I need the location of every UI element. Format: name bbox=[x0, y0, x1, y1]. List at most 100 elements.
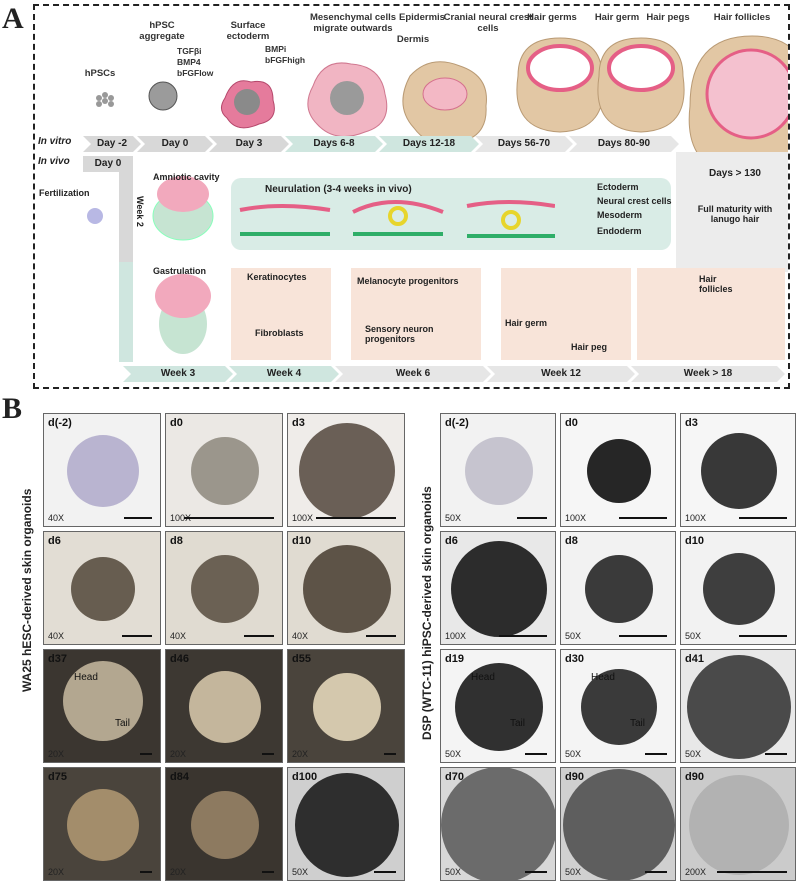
organoid-image-right_tiles-0: d(-2)50X bbox=[440, 413, 556, 527]
day-3: Day 3 bbox=[209, 136, 289, 152]
stage-tgf: TGFβi BMP4 bFGFlow bbox=[177, 46, 214, 78]
neurulation-title: Neurulation (3-4 weeks in vivo) bbox=[265, 184, 412, 195]
scale-bar bbox=[366, 635, 396, 637]
neurulation-diagram bbox=[239, 200, 555, 238]
scale-bar bbox=[384, 753, 396, 755]
panel-a-box: hPSCs hPSC aggregate TGFβi BMP4 bFGFlow … bbox=[33, 4, 790, 389]
tail-label: Tail bbox=[114, 718, 130, 729]
stage-hair-pegs: Hair pegs bbox=[646, 12, 690, 23]
magnification-label: 20X bbox=[48, 867, 65, 877]
left-series-title: WA25 hESC-derived skin organoids bbox=[20, 488, 34, 692]
days-12-18: Days 12-18 bbox=[379, 136, 479, 152]
fibroblasts-label: Fibroblasts bbox=[255, 328, 304, 338]
in-vivo-day0: Day 0 bbox=[83, 156, 133, 172]
head-label: Head bbox=[471, 672, 495, 683]
magnification-label: 40X bbox=[170, 631, 187, 641]
scale-bar bbox=[765, 753, 787, 755]
tail-label: Tail bbox=[509, 718, 525, 729]
magnification-label: 20X bbox=[292, 749, 309, 759]
magnification-label: 50X bbox=[565, 631, 582, 641]
day-label: d6 bbox=[48, 535, 61, 547]
panel-b-label: B bbox=[2, 392, 23, 425]
panel-a-illustrations bbox=[87, 35, 788, 354]
organoid-shape bbox=[687, 655, 791, 759]
scale-bar bbox=[244, 635, 274, 637]
day-label: d19 bbox=[445, 653, 464, 665]
stage-cranial: Cranial neural crest cells bbox=[443, 12, 533, 34]
melanocyte-label: Melanocyte progenitors bbox=[357, 276, 459, 286]
organoid-shape bbox=[303, 545, 391, 633]
layer-mesoderm: Mesoderm bbox=[597, 210, 643, 220]
skin-week4 bbox=[231, 268, 331, 360]
in-vitro-label: In vitro bbox=[38, 136, 72, 147]
head-label: Head bbox=[591, 672, 615, 683]
magnification-label: 20X bbox=[170, 749, 187, 759]
magnification-label: 50X bbox=[445, 749, 462, 759]
sensory-label: Sensory neuron progenitors bbox=[365, 324, 434, 344]
days-130: Days > 130 bbox=[709, 168, 761, 179]
fertilization-icon bbox=[87, 208, 103, 224]
day-label: d90 bbox=[565, 771, 584, 783]
magnification-label: 40X bbox=[292, 631, 309, 641]
layer-ectoderm: Ectoderm bbox=[597, 182, 639, 192]
magnification-label: 40X bbox=[48, 631, 65, 641]
magnification-label: 50X bbox=[292, 867, 309, 877]
days-56-70: Days 56-70 bbox=[475, 136, 573, 152]
organoid-shape bbox=[689, 775, 789, 875]
scale-bar bbox=[262, 871, 274, 873]
skin-week6 bbox=[351, 268, 481, 360]
tail-label: Tail bbox=[629, 718, 645, 729]
layer-neural-crest: Neural crest cells bbox=[597, 196, 672, 206]
organoid-shape bbox=[189, 671, 261, 743]
organoid-image-left_tiles-8: d55 20X bbox=[287, 649, 405, 763]
day-label: d0 bbox=[170, 417, 183, 429]
right-series-title: DSP (WTC-11) hiPSC-derived skin organoid… bbox=[420, 486, 434, 740]
scale-bar bbox=[645, 871, 667, 873]
week2-label: Week 2 bbox=[135, 196, 145, 227]
organoid-shape bbox=[299, 423, 395, 519]
scale-bar bbox=[619, 635, 667, 637]
amniotic-label: Amniotic cavity bbox=[153, 172, 220, 182]
skin-week12 bbox=[501, 268, 631, 360]
hpsc-cluster-icon bbox=[96, 92, 114, 107]
magnification-label: 50X bbox=[445, 513, 462, 523]
scale-bar bbox=[316, 517, 396, 519]
organoid-shape bbox=[701, 433, 777, 509]
stage-hair-germ: Hair germ bbox=[594, 12, 640, 23]
scale-bar bbox=[262, 753, 274, 755]
hair-peg-label: Hair peg bbox=[571, 342, 608, 352]
panel-a-label: A bbox=[2, 2, 24, 35]
scale-bar bbox=[717, 871, 787, 873]
scale-bar bbox=[517, 517, 547, 519]
days-6-8: Days 6-8 bbox=[285, 136, 383, 152]
day-label: d55 bbox=[292, 653, 311, 665]
aggregate-icon bbox=[148, 81, 178, 111]
scale-bar bbox=[645, 753, 667, 755]
scale-bar bbox=[525, 871, 547, 873]
hair-follicles-label: Hair follicles bbox=[699, 274, 733, 294]
magnification-label: 20X bbox=[170, 867, 187, 877]
organoid-shape bbox=[465, 437, 533, 505]
organoid-shape bbox=[585, 555, 653, 623]
layer-endoderm: Endoderm bbox=[597, 226, 642, 236]
day-label: d90 bbox=[685, 771, 704, 783]
day-label: d10 bbox=[685, 535, 704, 547]
day-minus2: Day -2 bbox=[83, 136, 141, 152]
organoid-shape bbox=[703, 553, 775, 625]
stage-hair-follicles: Hair follicles bbox=[713, 12, 771, 23]
maturity-box bbox=[676, 152, 788, 272]
